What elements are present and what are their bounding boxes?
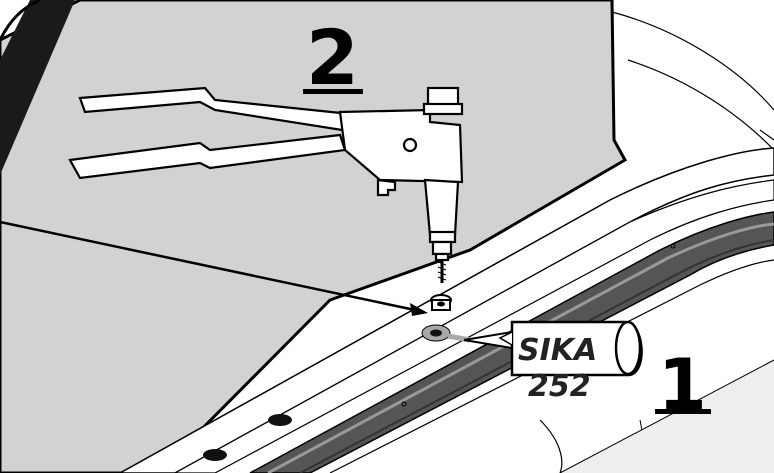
- roof-contour-lines: [611, 11, 774, 151]
- panel-corner: [0, 0, 41, 41]
- sealant-brand-label: SIKA: [518, 333, 598, 368]
- mounting-hole: [203, 449, 227, 461]
- rivet-gun-icon: [68, 86, 464, 283]
- step-one-number: 1: [658, 344, 707, 426]
- mounting-holes: [203, 414, 292, 461]
- step-two-number: 2: [306, 13, 359, 102]
- pointer-arrowhead: [410, 303, 428, 316]
- roof-panel: [0, 0, 628, 473]
- step-one-underline: [655, 409, 711, 414]
- roof-rail: [118, 147, 774, 473]
- mounting-hole: [268, 414, 292, 426]
- sealant-product-label: 252: [528, 369, 591, 404]
- rivet-nut-icon: [430, 294, 452, 311]
- step-two-underline: [303, 89, 363, 94]
- sealant-tube-icon: [463, 320, 643, 377]
- panel-edge-strip: [0, 0, 75, 175]
- pointer-line: [0, 220, 416, 312]
